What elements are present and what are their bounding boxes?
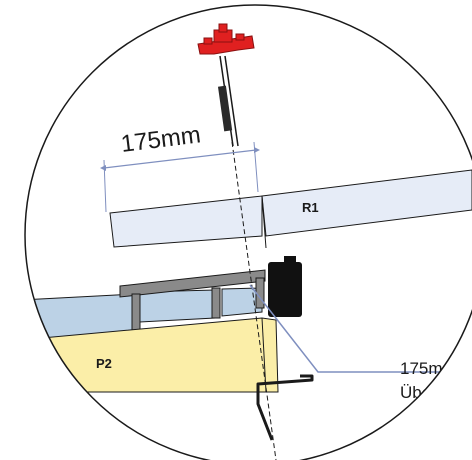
panel-r1-label: R1 xyxy=(302,200,319,215)
panel-blue-row xyxy=(25,287,263,341)
profile-hook xyxy=(256,374,314,441)
rail-r1 xyxy=(109,169,472,249)
dimension-line xyxy=(100,141,260,213)
overlap-reference-line xyxy=(231,141,277,460)
black-block xyxy=(268,256,302,317)
panel-p2-label: P2 xyxy=(96,356,112,371)
detail-circle xyxy=(24,4,472,460)
clamp-screw-icon xyxy=(197,23,255,147)
callout-line-2: Überlappung xyxy=(400,383,472,402)
callout-line-1: 175mm xyxy=(400,359,457,378)
panel-p2 xyxy=(25,317,279,393)
callout-leader xyxy=(249,284,472,373)
